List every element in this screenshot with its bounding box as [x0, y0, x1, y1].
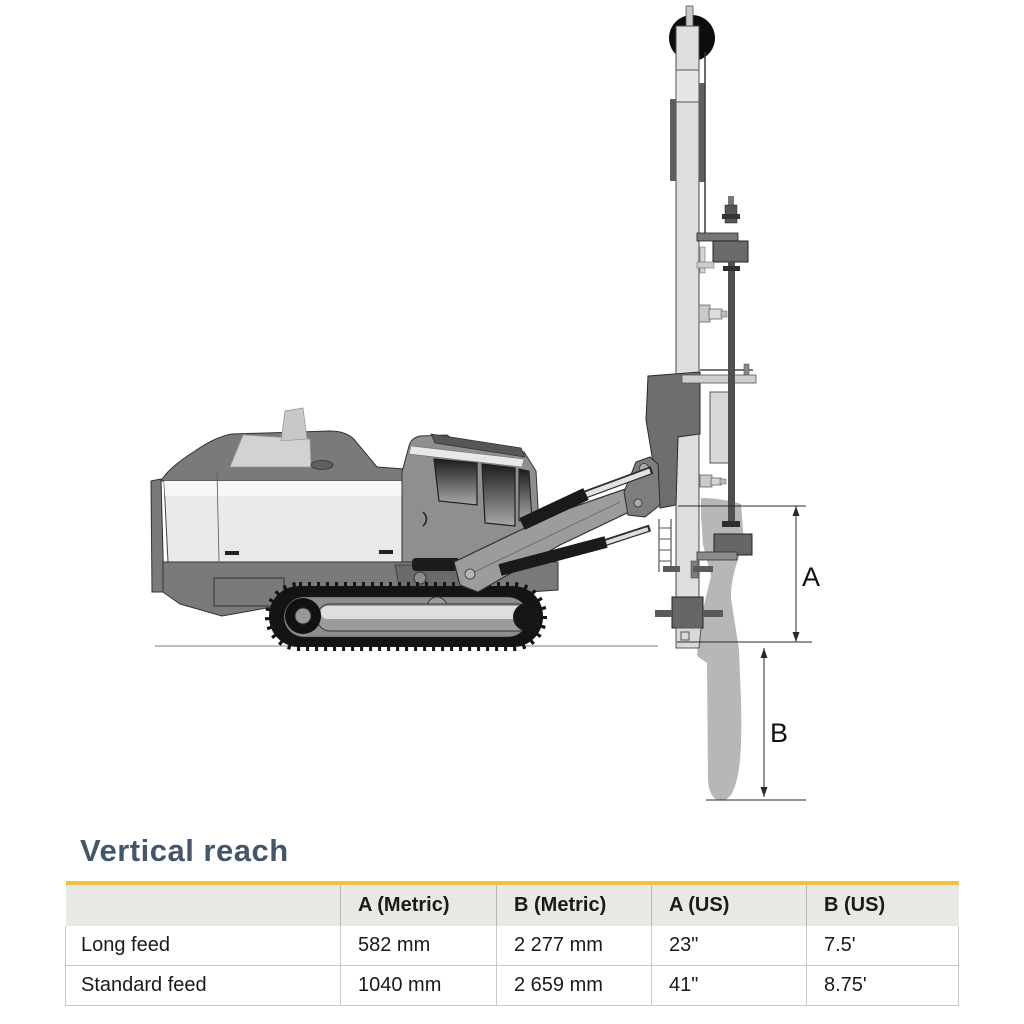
column-header-a-us: A (US)	[651, 883, 807, 926]
exhaust-panel	[229, 434, 312, 468]
rod-coupling	[723, 266, 740, 271]
vertical-reach-table: A (Metric) B (Metric) A (US) B (US) Long…	[65, 881, 959, 1006]
table-row: Standard feed 1040 mm 2 659 mm 41" 8.75'	[65, 965, 959, 1006]
mast-column	[675, 25, 700, 629]
table-header-row: A (Metric) B (Metric) A (US) B (US)	[65, 883, 959, 926]
lower-centralizer	[671, 596, 704, 629]
tilt-cylinder	[498, 536, 608, 576]
swing-cylinder	[412, 558, 460, 571]
boom	[453, 456, 661, 593]
cell-a-us: 23"	[651, 926, 807, 966]
cell-b-us: 7.5'	[806, 926, 959, 966]
table-row: Long feed 582 mm 2 277 mm 23" 7.5'	[65, 926, 959, 966]
cell-a-metric: 582 mm	[340, 926, 497, 966]
column-header-b-us: B (US)	[806, 883, 959, 926]
crawler-track	[265, 582, 547, 651]
drill-rod	[728, 262, 735, 524]
dimension-annotations	[677, 505, 812, 801]
track-sprocket	[513, 603, 541, 631]
cell-b-metric: 2 659 mm	[496, 965, 652, 1006]
exhaust-stack	[280, 407, 308, 442]
filler-cap	[310, 460, 334, 470]
feed-ghost-silhouette	[697, 498, 744, 801]
cab-side-window	[433, 458, 478, 506]
cell-a-us: 41"	[651, 965, 807, 1006]
dimension-label-a: A	[802, 562, 820, 592]
column-header-b-metric: B (Metric)	[496, 883, 652, 926]
panel-handle	[379, 550, 393, 554]
column-header-a-metric: A (Metric)	[340, 883, 497, 926]
cab-roof	[430, 433, 526, 458]
row-label: Standard feed	[65, 965, 341, 1006]
section-title: Vertical reach	[80, 833, 289, 868]
cab	[401, 433, 542, 563]
drill-rig-illustration: A B	[150, 5, 820, 801]
feed-mast	[645, 5, 757, 801]
cell-b-us: 8.75'	[806, 965, 959, 1006]
drill-string	[655, 196, 753, 649]
dimension-label-b: B	[770, 718, 788, 748]
mast-cradle	[645, 371, 701, 509]
row-label: Long feed	[65, 926, 341, 966]
column-header-blank	[65, 883, 341, 926]
tilt-cylinder-rod	[604, 527, 649, 545]
boom-cylinder-rod	[584, 468, 651, 498]
cell-b-metric: 2 277 mm	[496, 926, 652, 966]
boom-cylinder	[519, 488, 589, 530]
panel-handle	[225, 551, 239, 555]
rock-drill	[712, 240, 749, 263]
cab-front-window	[481, 463, 516, 527]
door-handle	[422, 511, 428, 527]
cell-a-metric: 1040 mm	[340, 965, 497, 1006]
rod-coupling	[722, 521, 740, 527]
mast-carriage	[675, 69, 700, 103]
support-bar	[681, 374, 757, 384]
